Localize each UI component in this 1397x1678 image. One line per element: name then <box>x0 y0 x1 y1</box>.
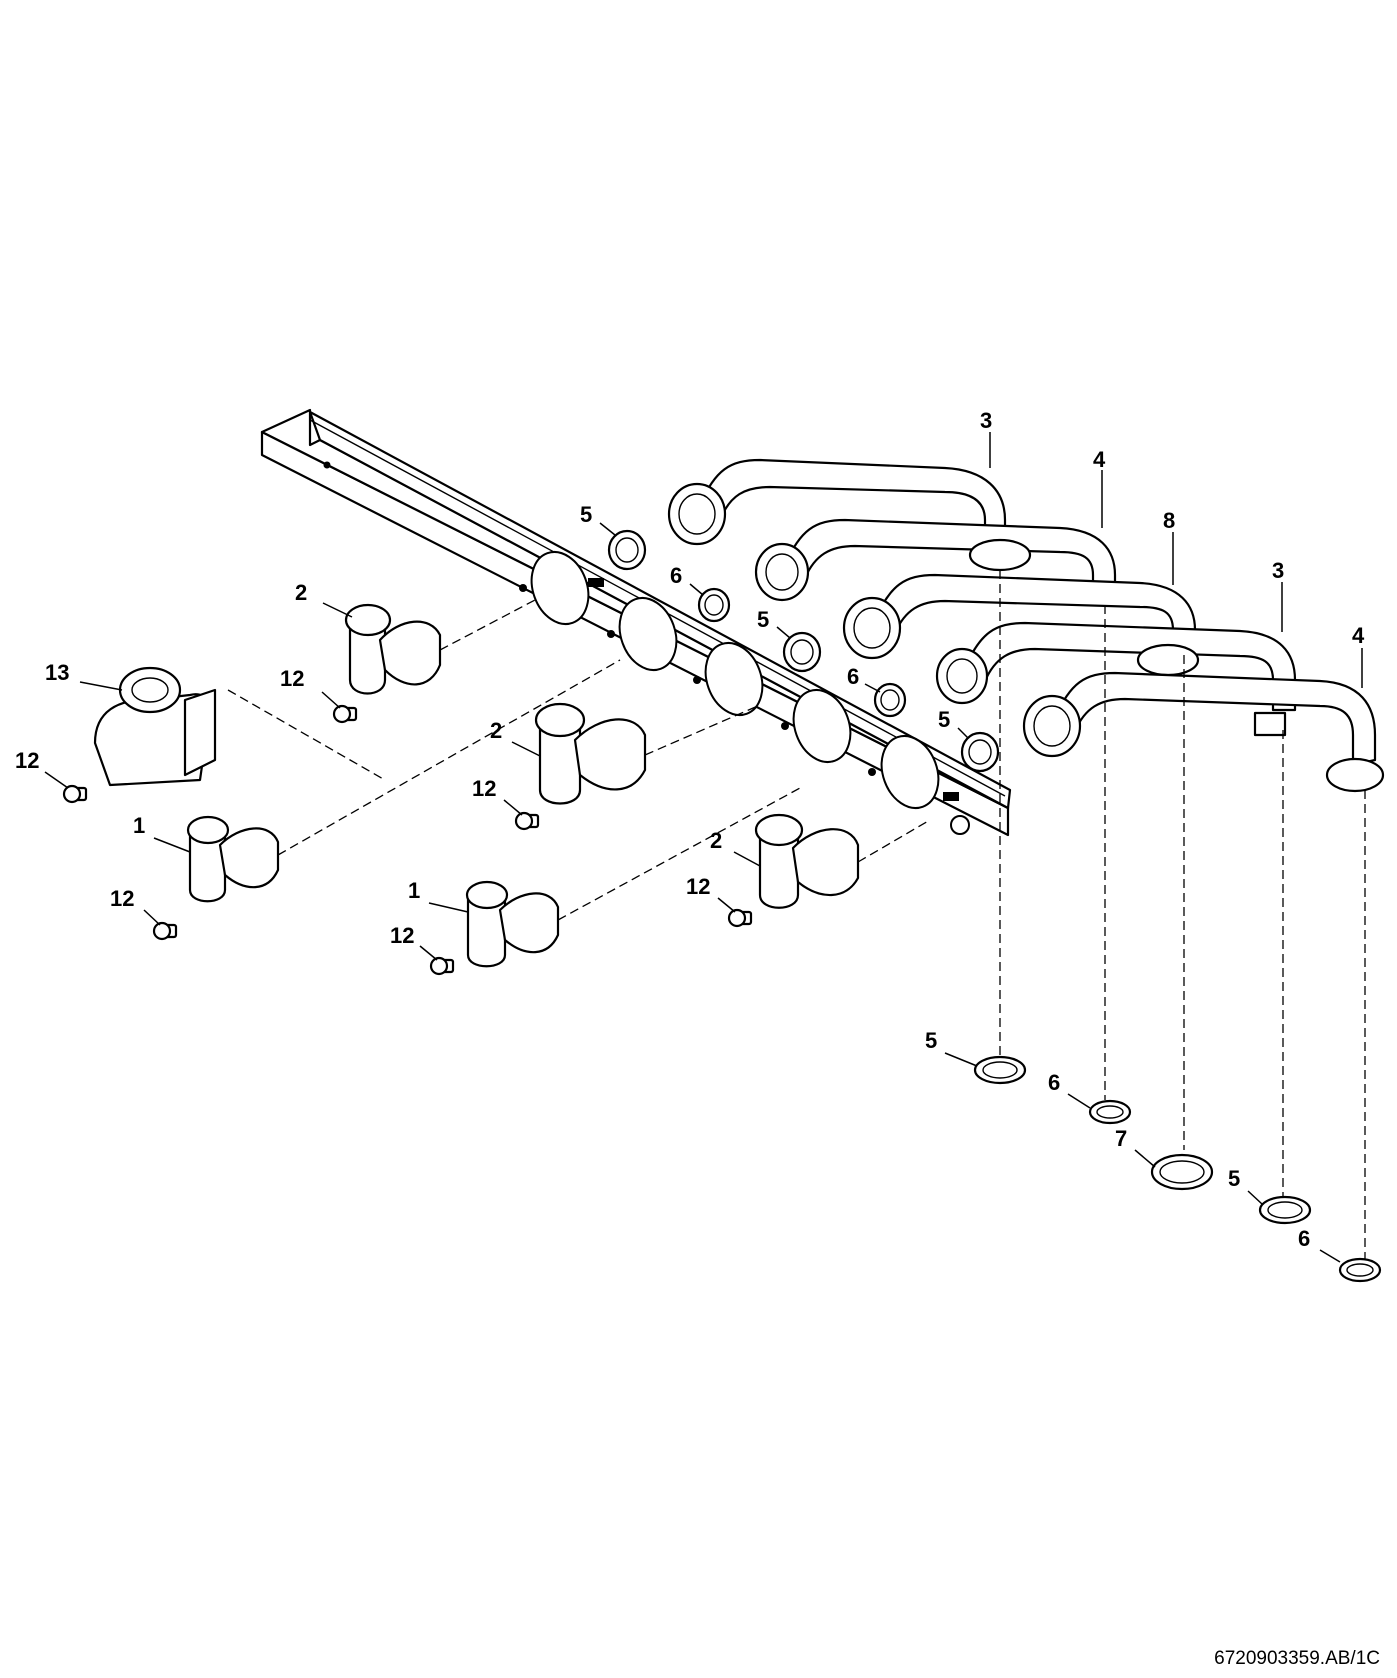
pipe-4-front <box>1022 671 1385 793</box>
callout-seal-5-a: 5 <box>580 502 592 527</box>
fitting-13 <box>93 666 217 787</box>
callout-fitting-2-a: 2 <box>295 580 307 605</box>
callout-pipe-4-front: 4 <box>1352 623 1365 648</box>
screws-12 <box>62 704 753 976</box>
pipe-3-front <box>935 621 1297 712</box>
seals-upper <box>607 529 1000 773</box>
callout-fitting-1-b: 1 <box>408 878 420 903</box>
callout-pipe-3-rear: 3 <box>980 408 992 433</box>
callout-loose-seal-5-a: 5 <box>925 1028 937 1053</box>
callout-pipe-8: 8 <box>1163 508 1175 533</box>
callout-screw-12-b: 12 <box>15 748 39 773</box>
rail-holes <box>530 551 940 809</box>
fitting-2-a <box>344 603 442 695</box>
callout-loose-seal-5-b: 5 <box>1228 1166 1240 1191</box>
callout-screw-12-e: 12 <box>390 923 414 948</box>
callout-seal-6-a: 6 <box>670 563 682 588</box>
callout-seal-6-b: 6 <box>847 664 859 689</box>
pipe-3-rear <box>667 458 1007 547</box>
callout-fitting-2-c: 2 <box>710 828 722 853</box>
callout-screw-12-d: 12 <box>110 886 134 911</box>
fitting-2-b <box>534 702 647 805</box>
callout-seal-5-b: 5 <box>757 607 769 632</box>
callout-screw-12-f: 12 <box>686 874 710 899</box>
fitting-2-c <box>754 813 860 909</box>
callout-seal-5-c: 5 <box>938 707 950 732</box>
callout-loose-seal-7: 7 <box>1115 1126 1127 1151</box>
callouts: 3 4 8 3 4 5 6 5 6 5 2 12 13 12 2 12 1 12… <box>15 408 1365 1251</box>
callout-screw-12-a: 12 <box>280 666 304 691</box>
callout-pipe-3-front: 3 <box>1272 558 1284 583</box>
callout-loose-seal-6-a: 6 <box>1048 1070 1060 1095</box>
callout-pipe-4-rear: 4 <box>1093 447 1106 472</box>
callout-fitting-2-b: 2 <box>490 718 502 743</box>
callout-fitting-13: 13 <box>45 660 69 685</box>
document-reference: 6720903359.AB/1C <box>1214 1648 1380 1669</box>
loose-seals <box>973 1055 1382 1283</box>
leader-lines <box>44 432 1363 1263</box>
assembly-lines <box>227 570 1366 1260</box>
mounting-rail <box>260 408 1012 837</box>
callout-fitting-1-a: 1 <box>133 813 145 838</box>
fitting-1-a <box>186 815 280 903</box>
callout-screw-12-c: 12 <box>472 776 496 801</box>
callout-loose-seal-6-b: 6 <box>1298 1226 1310 1251</box>
fitting-1-b <box>465 880 560 968</box>
